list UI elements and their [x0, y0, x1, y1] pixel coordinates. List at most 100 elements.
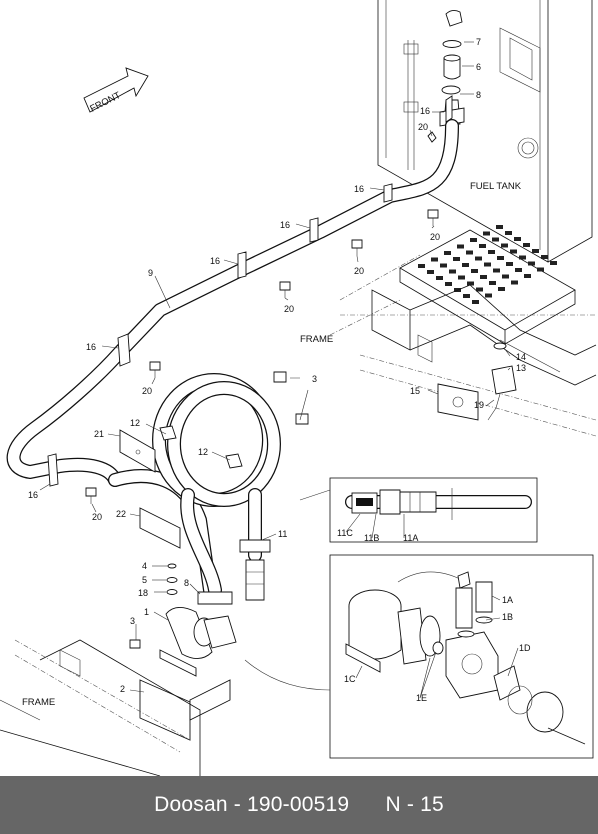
callout-2: 2 — [120, 684, 125, 694]
grate-hole — [436, 276, 443, 280]
grate-hole — [479, 244, 486, 248]
grate-hole — [501, 243, 508, 248]
hose-clamps — [47, 95, 453, 487]
callout-1b: 1B — [502, 612, 513, 622]
callout-11: 11 — [278, 529, 287, 539]
callout-22: 22 — [116, 509, 126, 519]
callout-8: 8 — [184, 578, 189, 588]
grate-hole — [541, 255, 548, 259]
grate-hole — [476, 287, 483, 292]
grate-hole — [524, 274, 531, 278]
grate-hole — [496, 225, 503, 229]
mounting-plates — [119, 425, 243, 549]
callout-20-d: 20 — [284, 304, 294, 314]
grate-hole — [458, 275, 465, 280]
callout-14: 14 — [516, 352, 526, 362]
grated-platform — [399, 225, 576, 345]
grate-hole — [485, 293, 492, 298]
callout-16-e: 16 — [86, 342, 96, 352]
callout-12-b: 12 — [198, 447, 208, 457]
callout-11b: 11B — [364, 533, 379, 543]
grate-hole — [532, 249, 539, 253]
callout-20-b: 20 — [430, 232, 440, 242]
grate-hole — [457, 244, 464, 249]
callout-7: 7 — [476, 37, 481, 47]
bolts-3 — [273, 371, 309, 425]
grate-hole — [537, 267, 544, 272]
grate-hole — [498, 287, 505, 291]
callout-11a: 11A — [403, 533, 418, 543]
callout-13: 13 — [516, 363, 526, 373]
callout-4: 4 — [142, 561, 147, 571]
grate-hole — [510, 249, 517, 254]
grate-hole — [492, 237, 499, 242]
grate-hole — [489, 281, 496, 285]
grate-hole — [506, 262, 513, 266]
grate-hole — [497, 256, 504, 260]
footer-brand: Doosan — [154, 793, 228, 816]
grate-hole — [472, 300, 479, 304]
callout-1: 1 — [144, 607, 149, 617]
fuel-hose — [6, 119, 459, 597]
callouts: 7 6 8 16 20 16 20 16 20 16 20 9 16 20 3 … — [28, 37, 531, 703]
callout-19: 19 — [474, 400, 484, 410]
grate-hole — [519, 255, 526, 260]
frame-label-left: FRAME — [22, 697, 55, 708]
callout-16-f: 16 — [28, 490, 38, 500]
callout-8-top: 8 — [476, 90, 481, 100]
callout-1c: 1C — [344, 674, 356, 684]
grate-hole — [484, 262, 491, 267]
footer-part-number: 190-00519 — [247, 793, 350, 816]
grate-hole — [444, 251, 451, 255]
grate-hole — [431, 257, 438, 262]
callout-20-e: 20 — [142, 386, 152, 396]
grate-hole — [453, 257, 460, 261]
callout-20-a: 20 — [418, 122, 428, 132]
callout-18: 18 — [138, 588, 148, 598]
grate-hole — [462, 263, 469, 267]
callout-5: 5 — [142, 575, 147, 585]
front-arrow: FRONT — [83, 67, 149, 115]
grate-hole — [502, 274, 509, 279]
parts-diagram: FRONT FUEL TANK FRAME FRAME 7 6 8 16 20 … — [0, 0, 597, 776]
grate-hole — [515, 268, 522, 272]
fuel-pump — [159, 563, 237, 677]
grate-hole — [475, 256, 482, 261]
grate-hole — [514, 237, 521, 241]
callout-21: 21 — [94, 429, 104, 439]
callout-1e: 1E — [416, 693, 427, 703]
callout-1d: 1D — [519, 643, 531, 653]
leader-lines — [39, 41, 519, 699]
callout-16-b: 16 — [354, 184, 364, 194]
callout-15: 15 — [410, 386, 420, 396]
grate-hole — [550, 261, 557, 265]
inset-pump — [244, 554, 594, 759]
grate-hole — [445, 282, 452, 286]
pump-bracket — [129, 639, 231, 741]
fuel-tank-label: FUEL TANK — [470, 181, 522, 192]
grate-hole — [427, 270, 434, 274]
callout-16-c: 16 — [280, 220, 290, 230]
callout-20-c: 20 — [354, 266, 364, 276]
grate-hole — [418, 264, 425, 268]
coiled-hose — [152, 373, 281, 601]
callout-3-b: 3 — [130, 616, 135, 626]
callout-12-a: 12 — [130, 418, 140, 428]
grate-hole — [480, 275, 487, 279]
sensor-parts — [437, 342, 517, 421]
grate-hole — [470, 238, 477, 242]
grate-hole — [493, 268, 500, 273]
grate-hole — [466, 250, 473, 255]
callout-16-a: 16 — [420, 106, 430, 116]
footer-separator: - — [227, 793, 247, 816]
callout-16-d: 16 — [210, 256, 220, 266]
grate-hole — [449, 269, 456, 274]
grate-hole — [505, 231, 512, 235]
bolts — [85, 209, 439, 504]
footer-bar: Doosan - 190-00519 N - 15 — [0, 776, 598, 834]
callout-1a: 1A — [502, 595, 513, 605]
frame-label-right: FRAME — [300, 334, 333, 345]
callout-20-f: 20 — [92, 512, 102, 522]
footer-page: N - 15 — [385, 793, 444, 816]
platform-grate — [418, 225, 557, 304]
